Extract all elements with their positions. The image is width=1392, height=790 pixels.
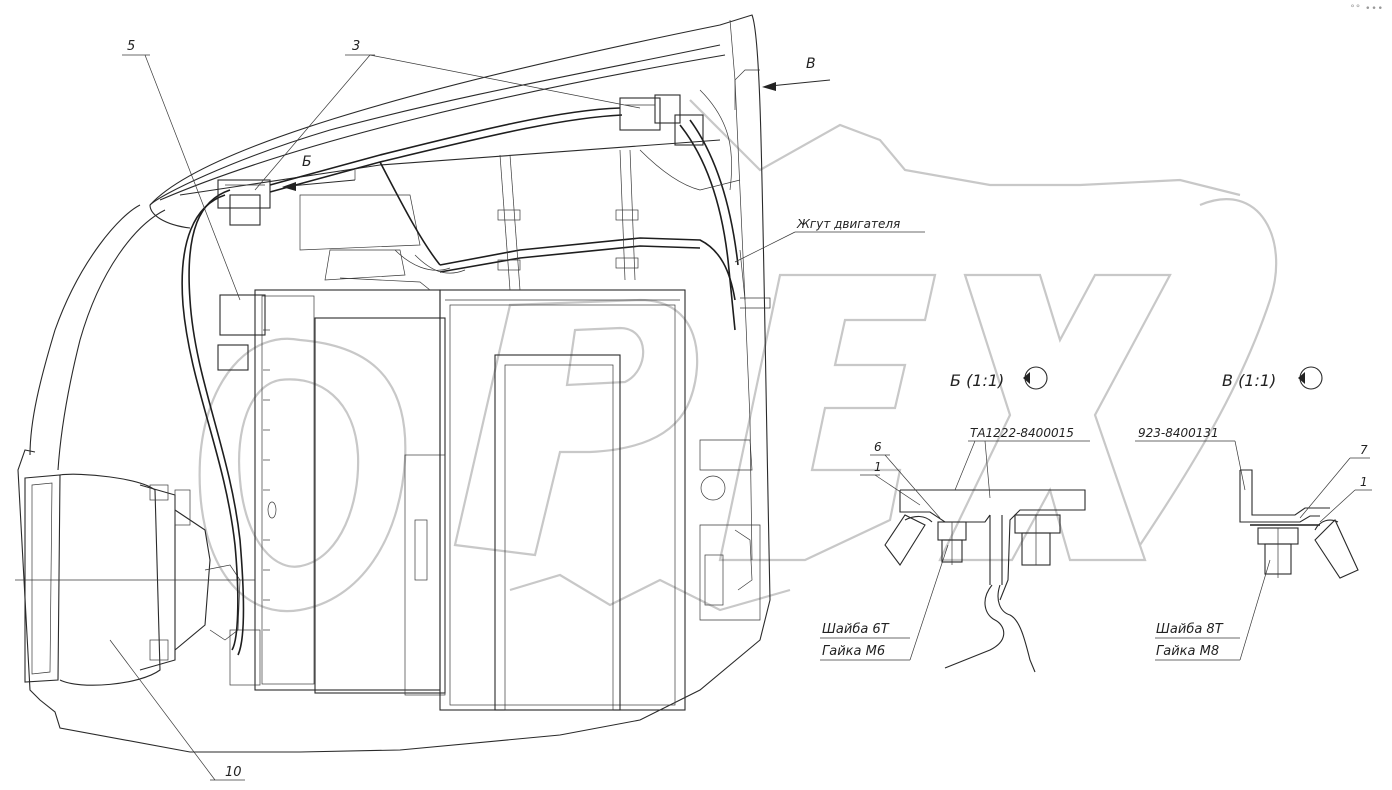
detail-b-callout-6: 6 — [874, 440, 882, 454]
detail-b — [820, 366, 1090, 673]
detail-v-callout-1: 1 — [1360, 475, 1368, 489]
view-b-title: Б (1:1) — [950, 371, 1004, 390]
connector-right — [619, 94, 704, 146]
headlamp — [15, 473, 255, 686]
detail-v-callout-7: 7 — [1360, 443, 1368, 457]
callout-leaders — [109, 54, 925, 781]
part-number-b: ТА1222-8400015 — [970, 426, 1074, 440]
part-number-v: 923-8400131 — [1138, 426, 1219, 440]
detail-b-callout-1: 1 — [874, 460, 882, 474]
nut-m6-label: Гайка М6 — [822, 644, 885, 659]
nut-m8-label: Гайка М8 — [1156, 644, 1219, 659]
view-v-title: В (1:1) — [1222, 371, 1276, 390]
harness-label: Жгут двигателя — [796, 217, 900, 231]
wire-harness — [181, 89, 746, 656]
arrow-v-label: В — [806, 56, 816, 72]
cab-body — [17, 14, 771, 753]
watermark — [198, 99, 1278, 613]
connector-left — [217, 179, 271, 226]
washer-6t-label: Шайба 6Т — [822, 622, 890, 637]
washer-8t-label: Шайба 8Т — [1156, 622, 1224, 637]
callout-10: 10 — [225, 765, 242, 780]
radiator-fins — [263, 329, 270, 631]
view-arrow-v — [762, 79, 831, 91]
window-controls-icon: °° ••• — [1350, 4, 1384, 14]
engine-block — [217, 194, 771, 711]
callout-5: 5 — [127, 39, 135, 54]
view-arrow-b — [282, 179, 356, 191]
detail-v — [1135, 366, 1372, 661]
callout-3: 3 — [352, 39, 360, 54]
arrow-b-label: Б — [302, 154, 312, 170]
